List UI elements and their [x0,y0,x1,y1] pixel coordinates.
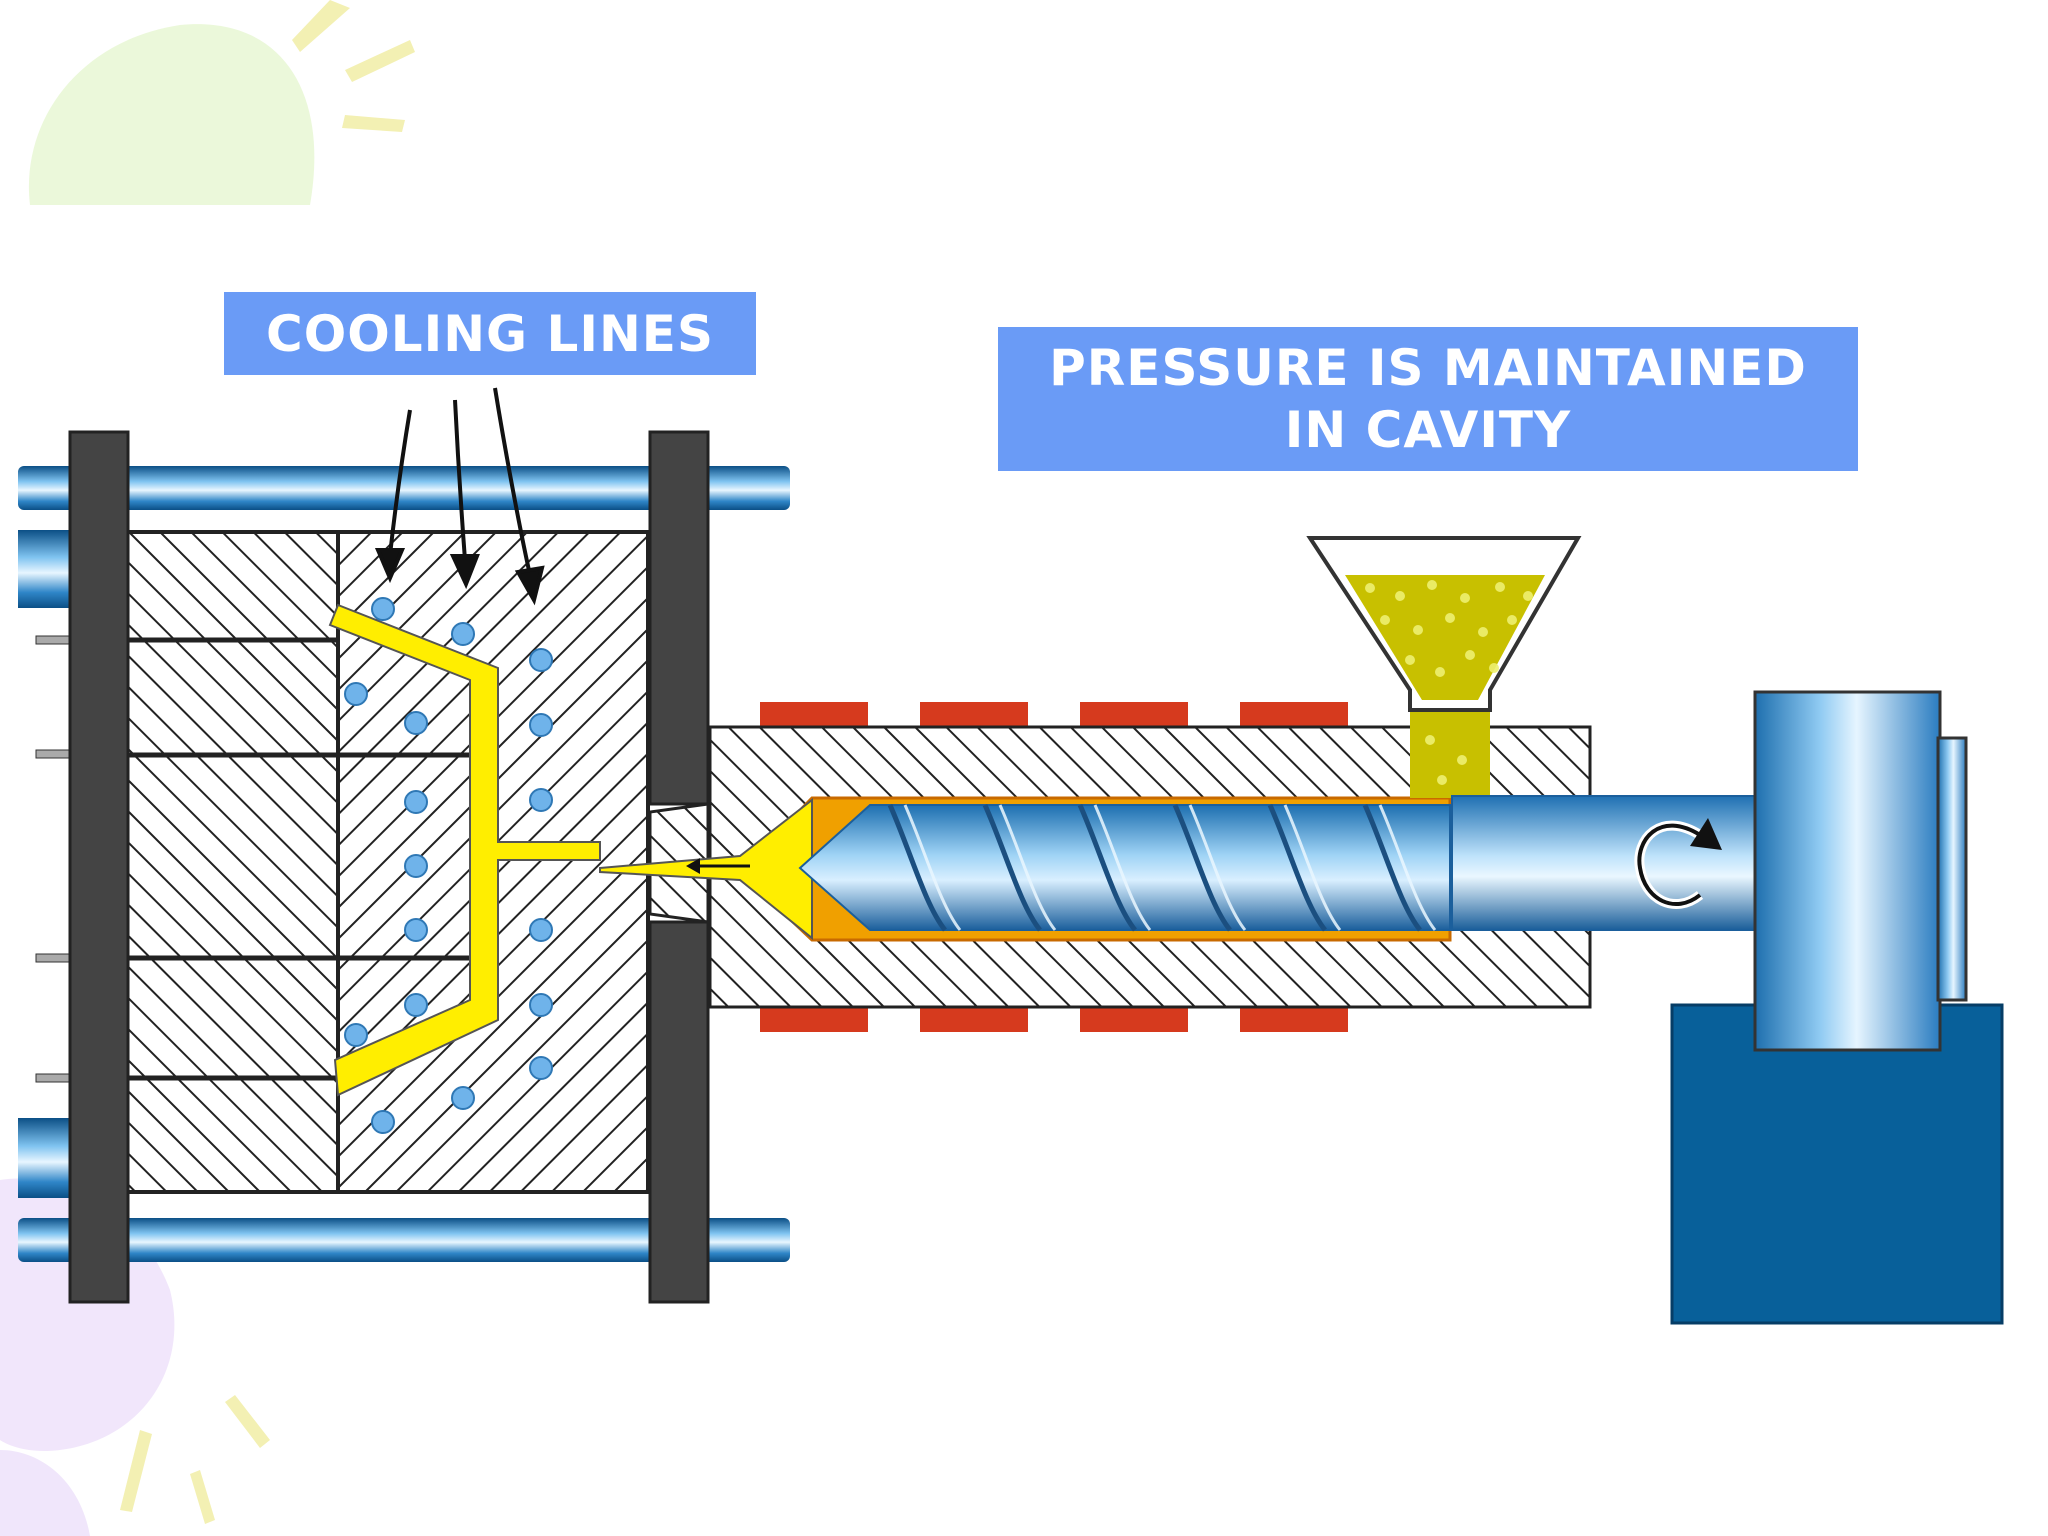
cooling-lines-label: COOLING LINES [224,292,756,375]
pressure-text-line2: IN CAVITY [1284,401,1572,459]
molded-part [328,603,601,1097]
screw [798,803,1451,932]
hopper [1306,536,1582,785]
pressure-text-line1: PRESSURE IS MAINTAINED [1049,339,1807,397]
heater-bands [760,702,1348,1032]
injection-arrow [686,858,750,874]
rotation-arrow-icon [1634,818,1722,910]
cooling-channels [344,597,553,1134]
drive-motor [1670,690,2004,1325]
pressure-label: PRESSURE IS MAINTAINED IN CAVITY [998,327,1858,471]
cooling-lines-text: COOLING LINES [266,304,714,363]
cooling-pointer-arrows [374,387,545,606]
tie-rods [18,466,790,1262]
screw-shaft [1451,795,1763,931]
platens [68,430,710,1304]
